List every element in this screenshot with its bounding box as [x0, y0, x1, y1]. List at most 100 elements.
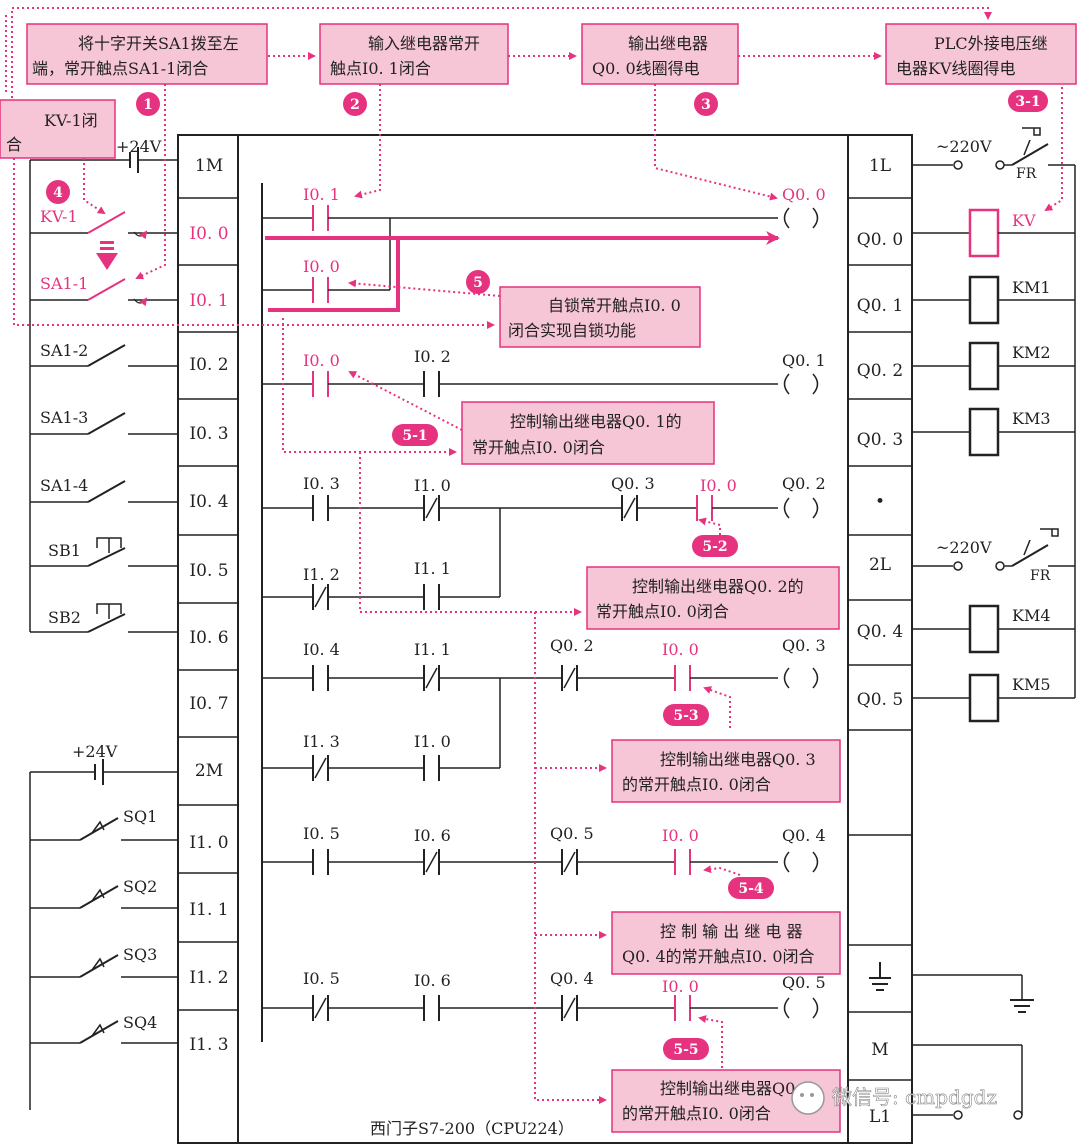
ladder-r4-c3: Q0. 2: [550, 636, 594, 655]
label-KM1: KM1: [1012, 278, 1051, 297]
terminal-Q0.5: Q0. 5: [857, 690, 903, 710]
terminal-I1.2: I1. 2: [189, 968, 228, 988]
step54-line1: 控 制 输 出 继 电 器: [660, 922, 803, 941]
step31-line2: 电器KV线圈得电: [896, 59, 1016, 78]
ladder-r5-coil: Q0. 4: [782, 826, 826, 845]
step4-line2: 合: [6, 135, 22, 154]
terminal-Q0.4: Q0. 4: [857, 622, 903, 642]
badge-3-1: 3-1: [1015, 94, 1040, 110]
output-terminal-grid: [848, 197, 912, 1081]
ladder-r1-contact: I0. 1: [303, 185, 340, 204]
step5-line1: 自锁常开触点I0. 0: [548, 296, 681, 315]
ladder-r3-coil: Q0. 2: [782, 474, 826, 493]
box-step5-2: [586, 566, 840, 630]
label-KM2: KM2: [1012, 343, 1051, 362]
terminal-dot: •: [875, 492, 885, 512]
ladder-r3-c1: I0. 3: [303, 474, 340, 493]
badge-5-5: 5-5: [673, 1042, 698, 1058]
plc-frame: [177, 134, 913, 1144]
terminal-Q0.3: Q0. 3: [857, 430, 903, 450]
press-arrow-icon: [96, 241, 118, 270]
ladder-r4b-c2: I1. 0: [414, 732, 451, 751]
badge-5-1: 5-1: [402, 428, 427, 444]
terminal-2L: 2L: [869, 555, 891, 575]
step55-line2: 的常开触点I0. 0闭合: [622, 1104, 771, 1123]
ladder-r2-c2: I0. 2: [414, 347, 451, 366]
label-SA1-1: SA1-1: [40, 274, 88, 293]
badge-2: 2: [350, 97, 360, 113]
ladder-r4-c2: I1. 1: [414, 640, 451, 659]
label-KV-1: KV-1: [40, 207, 78, 226]
label-SQ1: SQ1: [123, 807, 157, 826]
box-step5-4: [611, 911, 841, 975]
terminal-L1: L1: [869, 1107, 891, 1127]
power-flow-arrow: [265, 231, 780, 312]
ladder-r1-coil: Q0. 0: [782, 185, 826, 204]
step5-line2: 闭合实现自锁功能: [508, 321, 636, 340]
badge-5: 5: [473, 275, 483, 291]
input-wiring: [29, 147, 178, 1110]
step3-line2: Q0. 0线圈得电: [592, 59, 700, 78]
step1-line1: 将十字开关SA1拨至左: [78, 34, 239, 53]
ladder-r1b-contact: I0. 0: [303, 257, 340, 276]
label-SB1: SB1: [48, 541, 81, 560]
label-KM3: KM3: [1012, 409, 1051, 428]
ac-supply-2: ~220V: [936, 538, 992, 557]
step-badges: [46, 90, 1048, 1060]
watermark-text: 微信号: cmpdgdz: [832, 1085, 997, 1109]
step2-line2: 触点I0. 1闭合: [330, 59, 431, 78]
step31-line1: PLC外接电压继: [934, 34, 1048, 53]
terminal-I0.7: I0. 7: [189, 694, 228, 714]
badge-5-2: 5-2: [702, 539, 727, 555]
box-step2: [319, 23, 509, 85]
label-SQ2: SQ2: [123, 877, 157, 896]
badge-5-3: 5-3: [673, 708, 698, 724]
terminal-Q0.2: Q0. 2: [857, 361, 903, 381]
ladder-r6-coil: Q0. 5: [782, 973, 826, 992]
terminal-I0.0: I0. 0: [189, 224, 228, 244]
ladder-wiring: [261, 183, 819, 1042]
ladder-r4b-c1: I1. 3: [303, 732, 340, 751]
annotation-boxes: [0, 23, 1077, 1133]
label-KM4: KM4: [1012, 606, 1051, 625]
box-step5-1: [461, 401, 715, 465]
label-FR-1: FR: [1016, 166, 1037, 182]
box-step5-3: [611, 739, 841, 803]
ladder-r3b-c1: I1. 2: [303, 565, 340, 584]
ladder-r6-c2: I0. 6: [414, 971, 451, 990]
badge-1: 1: [143, 97, 153, 113]
ladder-r2-coil: Q0. 1: [782, 351, 826, 370]
step3-line1: 输出继电器: [628, 34, 708, 53]
supply-24v-2: +24V: [72, 742, 118, 761]
box-step3: [581, 23, 739, 85]
ac-supply-1: ~220V: [936, 137, 992, 156]
step55-line1: 控制输出继电器Q0. 5: [660, 1079, 816, 1098]
terminal-Q0.1: Q0. 1: [857, 296, 903, 316]
label-KM5: KM5: [1012, 675, 1051, 694]
ground-icon: [869, 962, 891, 991]
box-step5: [499, 286, 701, 348]
box-step4: [0, 99, 116, 159]
ladder-r4-coil: Q0. 3: [782, 636, 826, 655]
step51-line2: 常开触点I0. 0闭合: [472, 438, 605, 457]
terminal-1L: 1L: [869, 156, 891, 176]
terminal-I0.6: I0. 6: [189, 628, 228, 648]
watermark: 微信号: cmpdgdz: [791, 1081, 997, 1115]
step53-line2: 的常开触点I0. 0闭合: [622, 775, 771, 794]
output-wiring: [912, 127, 1076, 1120]
step1-line2: 端，常开触点SA1-1闭合: [32, 59, 208, 78]
ladder-r3b-c2: I1. 1: [414, 559, 451, 578]
ladder-r3-c3: Q0. 3: [611, 474, 655, 493]
terminal-I0.2: I0. 2: [189, 355, 228, 375]
label-SA1-3: SA1-3: [40, 408, 88, 427]
label-SA1-4: SA1-4: [40, 476, 88, 495]
ladder-r4-c4: I0. 0: [662, 640, 699, 659]
terminal-Q0.0: Q0. 0: [857, 230, 903, 250]
terminal-2M: 2M: [195, 761, 223, 781]
ladder-r6-c1: I0. 5: [303, 969, 340, 988]
ladder-r5-c1: I0. 5: [303, 824, 340, 843]
ladder-r5-c3: Q0. 5: [550, 824, 594, 843]
step52-line1: 控制输出继电器Q0. 2的: [632, 577, 804, 596]
annotation-arrows: [5, 7, 1063, 1104]
